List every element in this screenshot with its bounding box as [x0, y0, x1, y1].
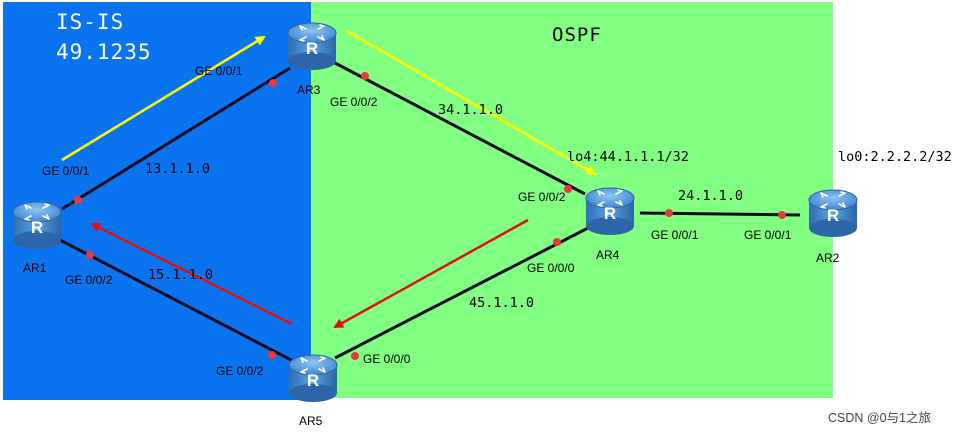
router-name-ar4: AR4 [596, 248, 620, 262]
port-label-ar3-ar4-side: GE 0/0/2 [330, 95, 378, 109]
link-ar4-ar5 [334, 225, 591, 360]
router-ar3[interactable]: R [287, 22, 337, 71]
port-label-ar4-ar3-side: GE 0/0/2 [518, 190, 566, 204]
network-label-ar1-ar3: 13.1.1.0 [145, 161, 210, 177]
ospf-area-title: OSPF [552, 24, 602, 46]
port-label-ar5-ar1-side: GE 0/0/2 [216, 364, 264, 378]
link-ar1-ar3 [61, 66, 291, 211]
link-ar1-ar5 [59, 238, 296, 364]
port-dot-ar2-ge001 [778, 211, 786, 219]
loopback-ar2: lo0:2.2.2.2/32 [838, 149, 952, 165]
port-dot-ar5-ge000 [351, 352, 359, 360]
loopback-ar4: lo4:44.1.1.1/32 [567, 149, 689, 165]
port-label-ar5-ar4-side: GE 0/0/0 [363, 352, 411, 366]
port-label-ar4-ar2-side: GE 0/0/1 [651, 228, 699, 242]
link-ar4-ar2 [639, 211, 801, 217]
port-label-ar4-ar5-side: GE 0/0/0 [527, 261, 575, 275]
router-icon-letter: R [31, 218, 43, 237]
router-ar1[interactable]: R [12, 201, 62, 250]
port-label-ar1-ar5-side: GE 0/0/2 [65, 273, 113, 287]
red-arrow-ar4-to-ar5 [333, 218, 529, 329]
router-name-ar5: AR5 [299, 414, 323, 428]
isis-area-id: 49.1235 [56, 40, 152, 64]
router-ar4[interactable]: R [585, 187, 635, 236]
port-label-ar2-ar4-side: GE 0/0/1 [744, 228, 792, 242]
network-label-ar3-ar4: 34.1.1.0 [438, 102, 503, 118]
network-label-ar4-ar2: 24.1.1.0 [678, 188, 743, 204]
isis-area-title: IS-IS [56, 10, 124, 34]
network-label-ar4-ar5: 45.1.1.0 [469, 295, 534, 311]
router-icon-letter: R [307, 371, 319, 390]
router-ar5[interactable]: R [288, 354, 338, 403]
watermark: CSDN @0与1之旅 [828, 411, 931, 425]
router-icon-letter: R [827, 206, 839, 225]
port-dot-ar1-ge001 [74, 196, 82, 204]
isis-area-background [3, 2, 311, 400]
ospf-area-background [311, 2, 833, 398]
router-name-ar2: AR2 [816, 251, 840, 265]
router-icon-letter: R [306, 39, 318, 58]
red-arrow-ar5-to-ar1 [90, 222, 293, 326]
port-label-ar3-ar1-side: GE 0/0/1 [195, 64, 243, 78]
router-name-ar3: AR3 [297, 83, 321, 97]
port-dot-ar3-ge001 [269, 79, 277, 87]
port-label-ar1-ar3-side: GE 0/0/1 [42, 164, 90, 178]
port-dot-ar4-ge002 [564, 185, 572, 193]
yellow-arrow-ar3-to-ar4 [346, 29, 597, 176]
router-icon-letter: R [604, 204, 616, 223]
network-label-ar1-ar5: 15.1.1.0 [148, 267, 213, 283]
port-dot-ar3-ge002 [361, 72, 369, 80]
router-name-ar1: AR1 [23, 261, 47, 275]
router-ar2[interactable]: R [808, 189, 858, 238]
port-dots [74, 72, 786, 360]
port-dot-ar4-ge001 [665, 209, 673, 217]
port-dot-ar4-ge000 [553, 238, 561, 246]
port-dot-ar1-ge002 [86, 251, 94, 259]
port-dot-ar5-ge002 [268, 351, 276, 359]
link-ar3-ar4 [334, 61, 586, 196]
yellow-arrow-ar1-to-ar3 [61, 35, 266, 162]
